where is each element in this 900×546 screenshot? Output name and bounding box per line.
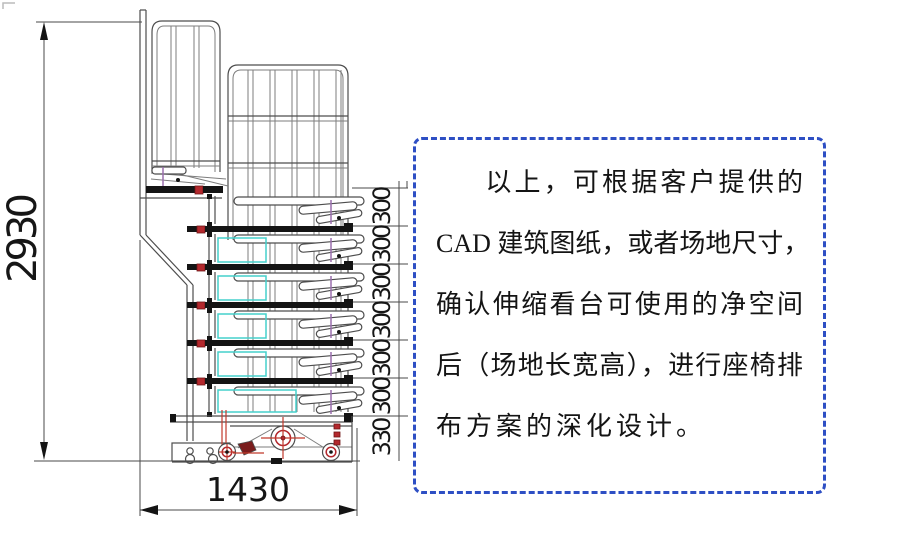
deck-planks xyxy=(187,223,353,386)
tier-row xyxy=(207,346,365,379)
row-dim-label: 300 xyxy=(368,377,396,416)
wheel xyxy=(207,453,219,465)
row-dim-label: 300 xyxy=(368,187,396,226)
base-carriage xyxy=(171,410,353,465)
row-dim-label: 300 xyxy=(368,225,396,264)
row-dim-label: 300 xyxy=(368,263,396,302)
height-dimension-label: 2930 xyxy=(0,196,46,283)
tier-row xyxy=(207,308,365,341)
row-height-dimension-chain: 300 300 300 300 300 300 330 xyxy=(352,181,408,461)
top-seat-mechanism xyxy=(146,166,229,195)
note-line: 后（场地长宽高），进行座椅排 xyxy=(436,351,803,380)
tier-row xyxy=(207,384,365,417)
back-frame xyxy=(139,9,222,441)
row-dim-label: 300 xyxy=(368,301,396,340)
note-line: 确认伸缩看台可使用的净空间 xyxy=(436,290,803,319)
row-dim-label: 300 xyxy=(368,339,396,378)
drive-pawl xyxy=(237,440,257,456)
row-dim-label: 330 xyxy=(368,418,396,457)
note-line: CAD 建筑图纸，或者场地尺寸， xyxy=(436,229,810,258)
left-wheel xyxy=(217,442,237,462)
note-box: 以上，可根据客户提供的 CAD 建筑图纸，或者场地尺寸， 确认伸缩看台可使用的净… xyxy=(413,137,826,494)
depth-dimension: 1430 xyxy=(139,240,358,516)
note-line: 布方案的深化设计。 xyxy=(436,412,707,441)
center-wheel xyxy=(261,417,305,459)
tier-row xyxy=(207,270,365,303)
right-wheel xyxy=(321,442,341,462)
scan-artifact xyxy=(2,2,15,9)
note-line: 以上，可根据客户提供的 xyxy=(485,168,803,197)
wheel xyxy=(184,453,196,465)
tier-stack xyxy=(170,194,365,423)
tier-row xyxy=(207,232,365,265)
tier-row xyxy=(207,194,365,227)
depth-dimension-label: 1430 xyxy=(206,470,290,509)
bottom-deck xyxy=(170,413,353,423)
height-dimension: 2930 xyxy=(0,21,142,460)
back-guardrail xyxy=(151,20,221,172)
